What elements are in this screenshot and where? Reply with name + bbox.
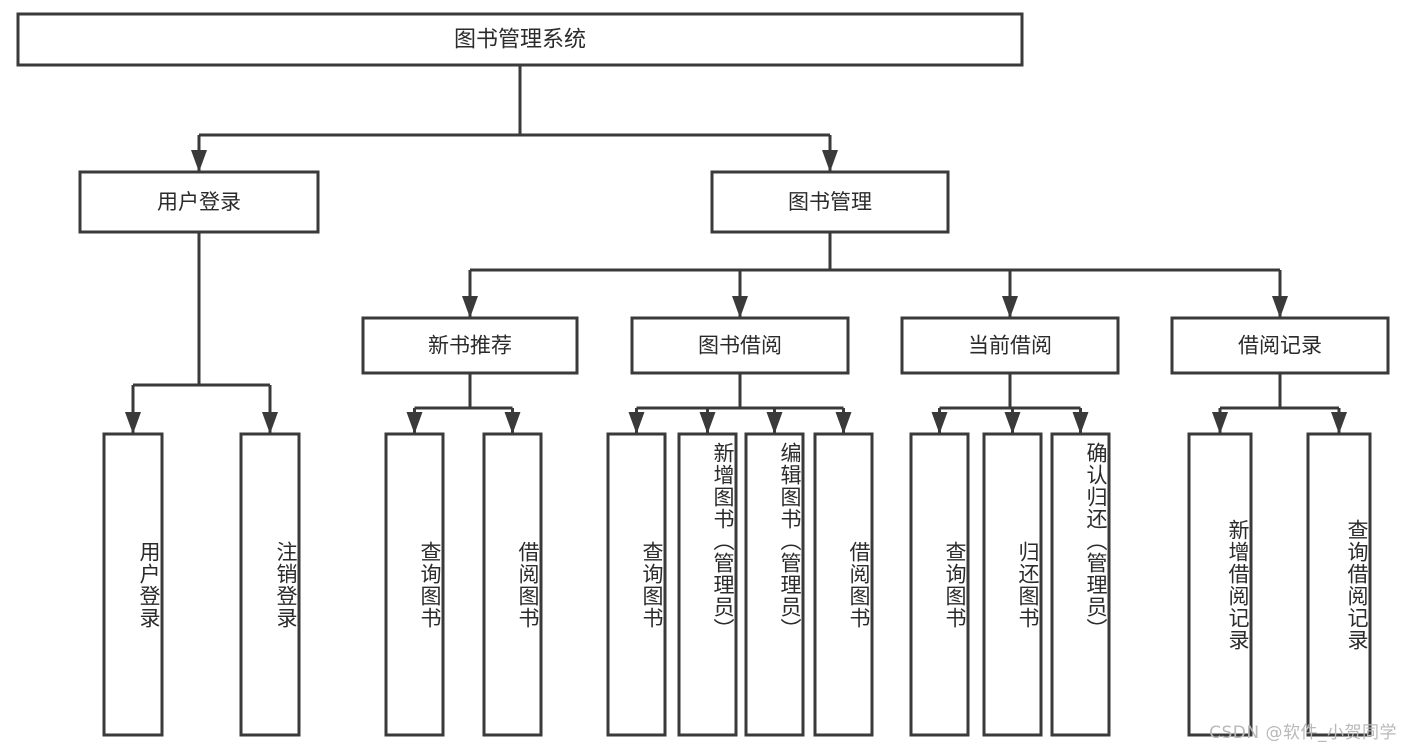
leaf-label: 借阅图书 [516, 540, 540, 629]
l3-1-leaves-arrow-3 [835, 412, 852, 434]
login-leaves-arrow-0 [125, 412, 141, 434]
leaf-node-0[interactable]: 用户登录 [102, 432, 164, 737]
l3-2-leaves-arrow-2 [1072, 412, 1089, 434]
leaf-label-wrapper: 归还图书 [1016, 540, 1040, 629]
leaf-node-2[interactable]: 查询图书 [384, 432, 445, 737]
books-to-level3-arrow-1 [732, 296, 748, 318]
node-level3-3[interactable]: 借阅记录 [1170, 316, 1390, 375]
root-to-level2-arrow-0 [191, 150, 207, 172]
leaf-label: 新增图书（管理员） [711, 442, 735, 640]
node-label: 用户登录 [157, 190, 241, 214]
leaf-label: 注销登录 [274, 540, 298, 629]
leaf-label: 新增借阅记录 [1226, 518, 1250, 651]
leaf-node-5[interactable]: 新增图书（管理员） [677, 432, 738, 737]
leaf-label-wrapper: 注销登录 [274, 540, 298, 629]
leaf-label-wrapper: 借阅图书 [516, 540, 540, 629]
leaf-label-wrapper: 借阅图书 [847, 540, 871, 629]
node-level2-0[interactable]: 用户登录 [78, 170, 320, 234]
l3-2-leaves-arrow-0 [931, 412, 948, 434]
leaf-label: 确认归还（管理员） [1084, 442, 1108, 640]
l3-1-leaves-arrow-2 [766, 412, 783, 434]
leaf-label-wrapper: 查询借阅记录 [1345, 518, 1369, 651]
l3-3-leaves-arrow-0 [1212, 412, 1228, 434]
leaf-label-wrapper: 查询图书 [640, 540, 664, 629]
leaf-label-wrapper: 新增借阅记录 [1226, 518, 1250, 651]
leaf-label-wrapper: 查询图书 [943, 540, 967, 629]
leaf-label-wrapper: 新增图书（管理员） [711, 442, 735, 640]
leaf-node-10[interactable]: 确认归还（管理员） [1050, 432, 1111, 737]
books-to-level3-arrow-3 [1272, 296, 1288, 318]
l3-0-leaves-arrow-1 [504, 412, 521, 434]
node-label: 图书管理 [788, 190, 872, 214]
csdn-watermark: CSDN @软件_小贺同学 [1209, 723, 1397, 743]
node-level2-1[interactable]: 图书管理 [710, 170, 950, 234]
node-root[interactable]: 图书管理系统 [16, 12, 1024, 67]
leaf-label: 用户登录 [137, 540, 161, 629]
leaf-label: 借阅图书 [847, 540, 871, 629]
books-to-level3-arrow-0 [462, 296, 478, 318]
leaf-node-8[interactable]: 查询图书 [909, 432, 970, 737]
leaf-label: 归还图书 [1016, 540, 1040, 629]
node-level3-1[interactable]: 图书借阅 [630, 316, 850, 375]
l3-1-leaves-arrow-1 [699, 412, 716, 434]
leaf-label: 编辑图书（管理员） [778, 442, 802, 640]
leaf-label-wrapper: 用户登录 [137, 540, 161, 629]
books-to-level3-arrow-2 [1002, 296, 1018, 318]
leaf-node-12[interactable]: 查询借阅记录 [1306, 432, 1372, 737]
boxes-layer: 图书管理系统用户登录图书管理新书推荐图书借阅当前借阅借阅记录用户登录注销登录查询… [16, 12, 1390, 737]
l3-0-leaves-arrow-0 [406, 412, 423, 434]
l3-2-leaves-arrow-1 [1004, 412, 1021, 434]
node-label: 图书管理系统 [454, 28, 586, 53]
leaf-label: 查询借阅记录 [1345, 518, 1369, 651]
leaf-node-1[interactable]: 注销登录 [239, 432, 301, 737]
root-to-level2-arrow-1 [822, 150, 838, 172]
connectors-layer [125, 65, 1347, 434]
leaf-label: 查询图书 [418, 540, 442, 629]
node-label: 新书推荐 [428, 334, 512, 358]
leaf-label-wrapper: 编辑图书（管理员） [778, 442, 802, 640]
login-leaves-arrow-1 [262, 412, 278, 434]
leaf-node-11[interactable]: 新增借阅记录 [1187, 432, 1253, 737]
l3-1-leaves-arrow-0 [628, 412, 645, 434]
leaf-label: 查询图书 [943, 540, 967, 629]
leaf-label: 查询图书 [640, 540, 664, 629]
l3-3-leaves-arrow-1 [1331, 412, 1347, 434]
node-level3-0[interactable]: 新书推荐 [361, 316, 579, 375]
leaf-node-9[interactable]: 归还图书 [982, 432, 1043, 737]
leaf-label-wrapper: 确认归还（管理员） [1084, 442, 1108, 640]
node-label: 当前借阅 [968, 334, 1052, 358]
node-label: 图书借阅 [698, 334, 782, 358]
leaf-node-4[interactable]: 查询图书 [606, 432, 667, 737]
node-label: 借阅记录 [1238, 334, 1322, 358]
leaf-node-7[interactable]: 借阅图书 [813, 432, 874, 737]
leaf-node-6[interactable]: 编辑图书（管理员） [744, 432, 805, 737]
leaf-node-3[interactable]: 借阅图书 [482, 432, 543, 737]
node-level3-2[interactable]: 当前借阅 [900, 316, 1120, 375]
leaf-label-wrapper: 查询图书 [418, 540, 442, 629]
